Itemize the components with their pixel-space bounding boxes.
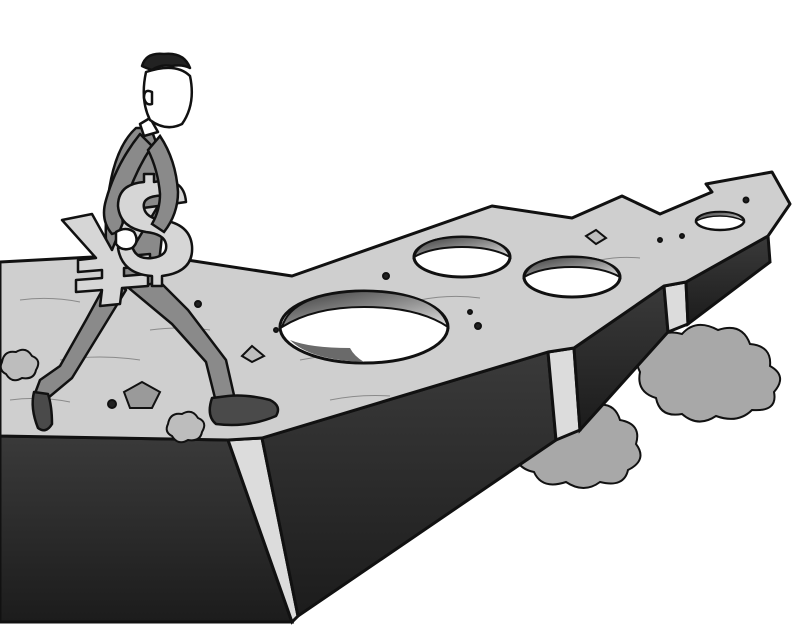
dust-puff-left (0, 348, 40, 382)
rocks (107, 196, 750, 409)
dust-puff-right (165, 410, 206, 444)
man-back-shoe (31, 390, 54, 432)
man-hair (140, 52, 192, 72)
man-front-shoe (208, 394, 280, 427)
man-hand (114, 227, 138, 251)
hole-large (278, 289, 450, 365)
hole-middle (412, 235, 512, 279)
dust-cloud-right (636, 323, 781, 423)
hole-small (694, 210, 746, 232)
hole-right (522, 255, 622, 299)
man-front-arm (146, 133, 180, 234)
man-head (142, 66, 193, 129)
